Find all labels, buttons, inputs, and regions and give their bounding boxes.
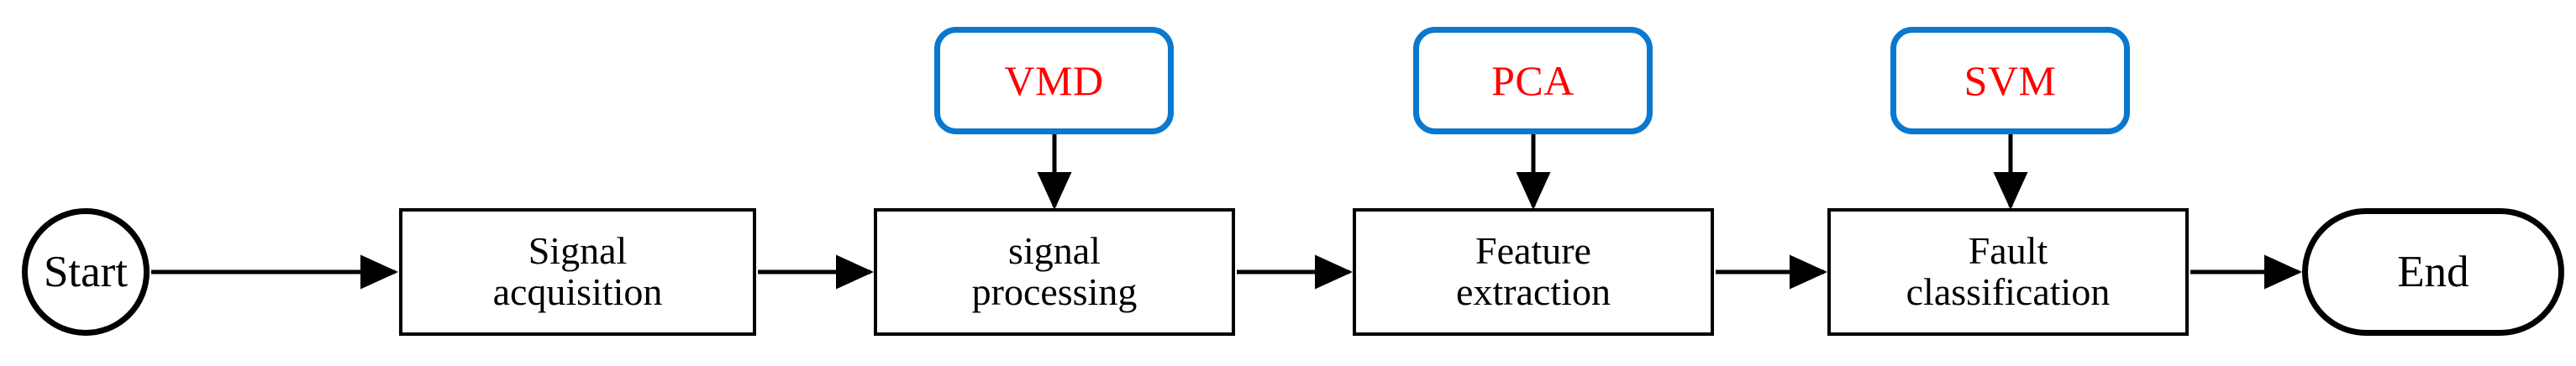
node-fault-classification-label-line-1: Fault <box>1968 229 2048 273</box>
node-svm-label: SVM <box>1964 56 2057 104</box>
node-vmd-label: VMD <box>1004 56 1104 104</box>
node-pca[interactable]: PCA <box>1413 27 1653 134</box>
node-feature-extraction[interactable]: Feature extraction <box>1353 208 1714 336</box>
node-start-label: Start <box>43 247 129 296</box>
node-signal-processing[interactable]: signal processing <box>874 208 1235 336</box>
node-end[interactable]: End <box>2302 208 2564 336</box>
node-feature-extraction-label-line-2: extraction <box>1456 270 1611 313</box>
node-fault-classification-label-line-2: classification <box>1906 270 2111 313</box>
node-end-label: End <box>2397 247 2469 296</box>
node-signal-acquisition-label-line-1: Signal <box>528 229 628 273</box>
node-signal-processing-label-line-2: processing <box>971 270 1138 313</box>
node-pca-label: PCA <box>1491 56 1575 104</box>
node-signal-acquisition[interactable]: Signal acquisition <box>399 208 756 336</box>
node-signal-processing-label-line-1: signal <box>1008 229 1101 273</box>
node-signal-acquisition-label-line-2: acquisition <box>492 270 663 313</box>
node-svm[interactable]: SVM <box>1890 27 2130 134</box>
node-vmd[interactable]: VMD <box>934 27 1174 134</box>
node-fault-classification[interactable]: Fault classification <box>1827 208 2189 336</box>
node-start[interactable]: Start <box>22 208 150 336</box>
node-feature-extraction-label-line-1: Feature <box>1475 229 1591 273</box>
